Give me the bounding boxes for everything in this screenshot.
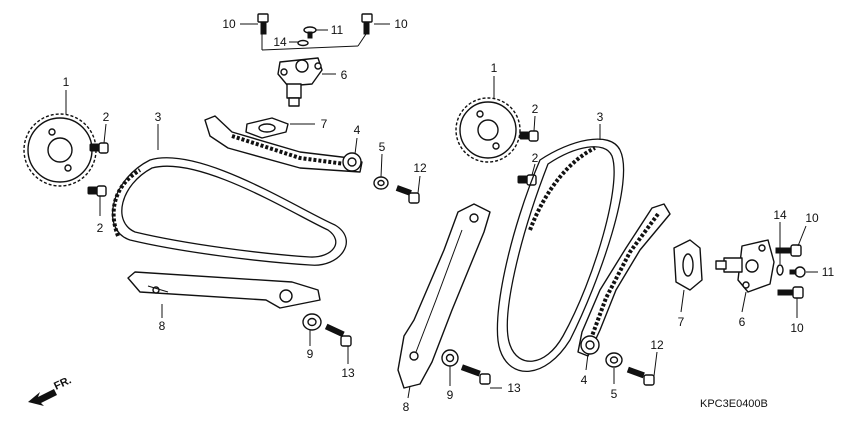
left-cam-sprocket: [23, 113, 97, 187]
callout-left-collar: 9: [307, 347, 314, 361]
right-cam-sprocket: [455, 97, 521, 163]
right-bolt-lower: [777, 286, 804, 299]
left-cam-chain: [111, 157, 347, 266]
callout-right-gasket: 7: [678, 315, 685, 329]
right-tensioner-roller: [580, 335, 600, 355]
callout-top-bolt-right: 10: [394, 17, 408, 31]
front-label: FR.: [52, 374, 73, 392]
center-chain-guide: [397, 203, 491, 389]
top-oring: [297, 39, 309, 47]
left-bolt-13: [324, 323, 352, 347]
callout-left-flange-bolt: 12: [413, 161, 427, 175]
right-sprocket-bolt-upper: [519, 130, 539, 142]
callout-left-sprocket: 1: [63, 75, 70, 89]
right-flange-bolt: [626, 366, 655, 386]
left-sprocket-bolt-lower: [87, 185, 107, 197]
callout-right-bolt-b: 2: [532, 151, 539, 165]
callout-left-guide: 8: [159, 319, 166, 333]
right-cam-chain: [496, 138, 625, 373]
callout-left-bolt-a: 2: [103, 110, 110, 124]
callout-right-bolt-lower: 10: [790, 321, 804, 335]
callout-right-washer: 5: [611, 387, 618, 401]
center-collar: [441, 349, 459, 367]
callout-top-screw: 11: [331, 23, 344, 37]
callout-top-gasket: 7: [321, 117, 328, 131]
diagram-code: KPC3E0400B: [700, 398, 768, 410]
right-screw: [789, 266, 806, 278]
right-gasket: [673, 239, 703, 291]
callout-left-washer: 5: [379, 140, 386, 154]
left-tensioner-roller: [342, 152, 362, 172]
front-arrow-icon: [28, 389, 57, 406]
top-tensioner-lifter: [277, 57, 323, 107]
callout-right-roller: 4: [581, 373, 588, 387]
left-washer: [373, 176, 389, 190]
left-tensioner-arm: [204, 115, 363, 173]
callout-center-collar: 9: [447, 388, 454, 402]
callout-right-chain: 3: [597, 110, 604, 124]
right-tensioner-arm: [577, 203, 671, 357]
callout-right-sprocket: 1: [491, 61, 498, 75]
callout-right-oring: 14: [773, 208, 787, 222]
center-bolt-13: [460, 364, 491, 385]
top-bolt-left: [257, 13, 269, 35]
callout-right-bolt-upper: 10: [805, 211, 819, 225]
right-bolt-upper: [775, 244, 802, 257]
callout-left-bolt-b: 2: [97, 221, 104, 235]
right-tensioner-lifter: [715, 239, 775, 293]
left-chain-guide: [127, 271, 321, 309]
top-gasket: [245, 117, 289, 139]
callout-right-screw: 11: [822, 265, 835, 279]
callout-top-tensioner: 6: [341, 68, 348, 82]
right-oring: [776, 264, 784, 276]
right-washer: [605, 352, 623, 368]
callout-left-roller: 4: [354, 123, 361, 137]
leader-lines: [65, 23, 818, 399]
left-sprocket-bolt-upper: [89, 142, 109, 154]
callout-top-bolt-left: 10: [222, 17, 236, 31]
callout-left-chain: 3: [155, 110, 162, 124]
callout-center-bolt-13: 13: [507, 381, 521, 395]
callout-center-guide: 8: [403, 400, 410, 414]
callout-left-bolt-13: 13: [341, 366, 355, 380]
left-collar: [302, 313, 322, 331]
top-bolt-right: [361, 13, 373, 35]
top-screw: [303, 26, 317, 39]
callout-right-bolt-a: 2: [532, 102, 539, 116]
callout-right-flange-bolt: 12: [650, 338, 664, 352]
callout-top-oring: 14: [273, 35, 287, 49]
callout-labels: 1 2 2 3 4 5 6 7 8 9 10 10 11 14 12 13 1 …: [63, 17, 835, 414]
left-flange-bolt: [395, 185, 420, 204]
callout-right-tensioner: 6: [739, 315, 746, 329]
